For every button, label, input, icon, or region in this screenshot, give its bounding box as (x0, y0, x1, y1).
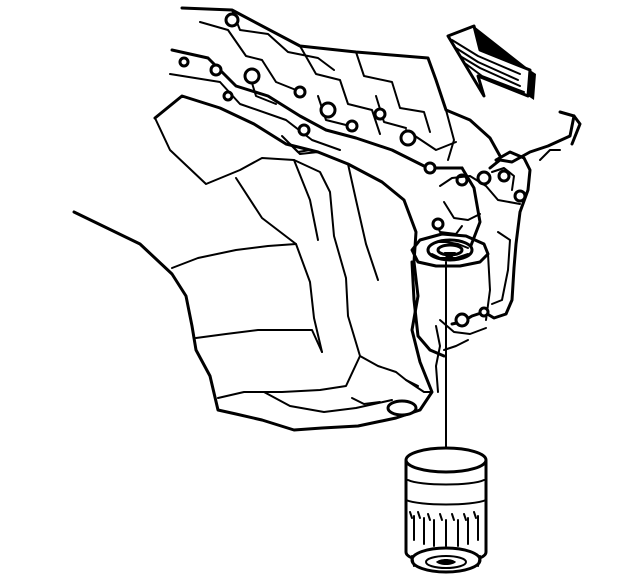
mounting-bracket (439, 110, 582, 351)
engine-block (169, 6, 502, 250)
front-direction-arrow (446, 24, 536, 100)
oil-filter-adapter (410, 175, 521, 358)
oil-pan (72, 94, 441, 432)
oil-filter (404, 446, 488, 574)
